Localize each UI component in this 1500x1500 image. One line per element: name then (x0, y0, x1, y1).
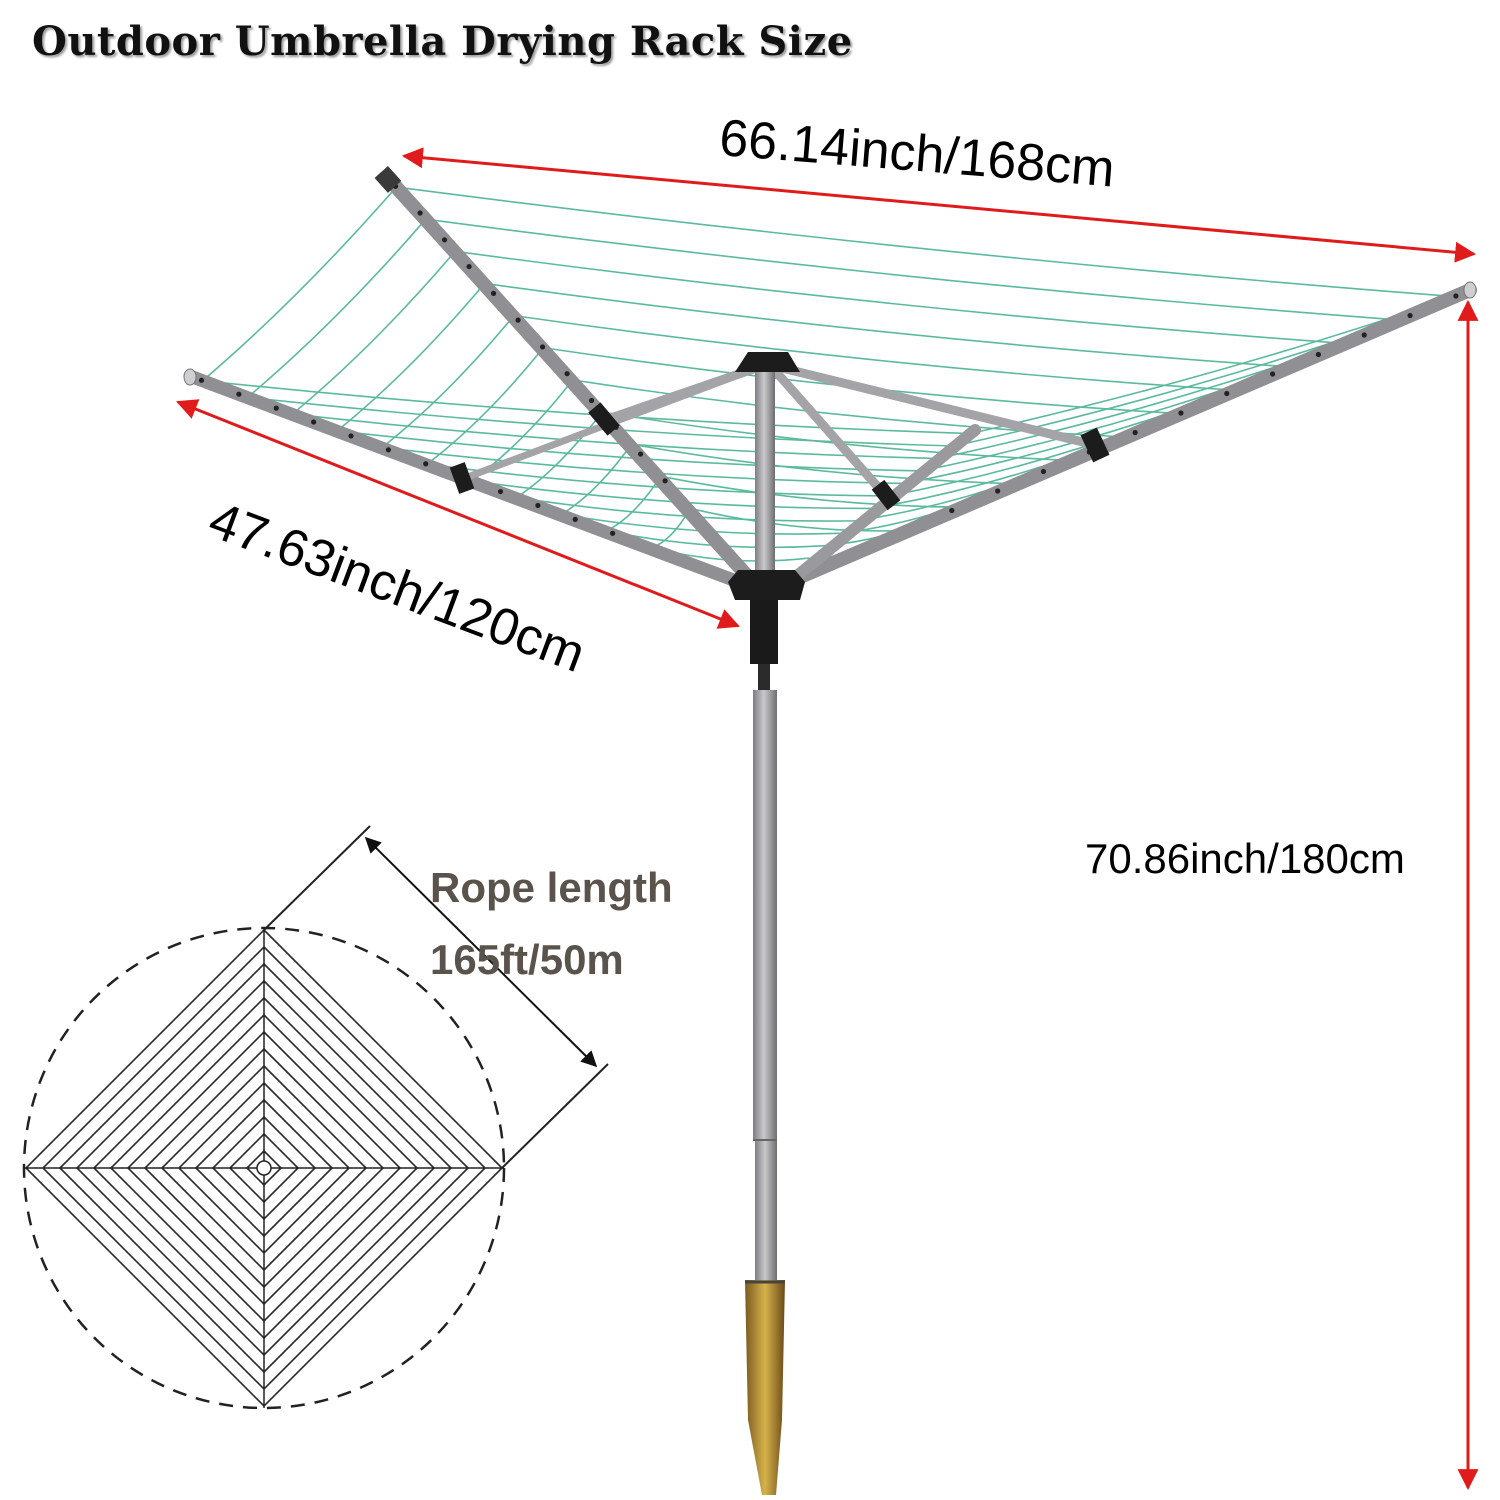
clothes-line (690, 507, 905, 532)
bracket-2 (449, 462, 475, 494)
strut-4 (766, 362, 889, 498)
arm-front (774, 424, 981, 596)
arm-hole (1178, 410, 1184, 416)
end-cap-right (1463, 281, 1477, 299)
page-title: Outdoor Umbrella Drying Rack Size (32, 18, 853, 65)
arm-hole (1407, 312, 1413, 319)
ext-line-right (501, 1063, 609, 1169)
bracket-1 (588, 402, 620, 436)
arm-hole (1453, 293, 1459, 299)
collar-tip (758, 664, 770, 690)
arm-hole (1040, 468, 1047, 475)
clothes-line (484, 282, 1290, 368)
clothes-line (631, 443, 1015, 485)
clothes-line (396, 186, 1455, 298)
clothes-line (513, 314, 1235, 391)
ground-spike (745, 1280, 785, 1495)
arm-hole (348, 433, 354, 439)
clothes-line (381, 446, 905, 485)
height-dimension-label: 70.86inch/180cm (1085, 835, 1405, 882)
rope-length-arrow (364, 836, 598, 1068)
arm-hole (198, 377, 205, 383)
lower-hub (728, 570, 805, 600)
depth-arrow (176, 399, 740, 629)
arm-hole (995, 488, 1001, 494)
arm-hole (572, 516, 578, 522)
arm-hole (662, 478, 668, 484)
arm-hole (236, 391, 242, 397)
arm-hole (637, 451, 644, 457)
clothes-line (337, 429, 922, 472)
clothes-line (336, 282, 486, 432)
arm-hole (273, 405, 279, 411)
arm-hole (1270, 371, 1276, 377)
arm-hole (1132, 429, 1138, 436)
diagram-center (256, 1160, 272, 1176)
clothes-line (454, 250, 1345, 345)
strut-3 (768, 360, 1097, 450)
arm-hole (1361, 332, 1367, 338)
arm-hole (539, 344, 546, 350)
arm-hole (610, 530, 616, 536)
clothes-line (202, 186, 397, 382)
arm-back-left (381, 171, 767, 597)
clothes-line (246, 218, 427, 399)
arm-hole (417, 210, 423, 216)
clothes-line (291, 250, 456, 415)
top-hub (735, 352, 800, 372)
arm-left (183, 369, 767, 597)
arm-hole (515, 317, 521, 323)
clothes-line (970, 295, 1455, 435)
end-cap-back-left (374, 165, 402, 193)
pole-upper (755, 372, 775, 600)
rack-frame (183, 165, 1477, 1495)
arm-holes (198, 183, 1459, 536)
arm-hole (441, 237, 448, 243)
arm-hole (949, 507, 955, 514)
width-arrow (401, 147, 1477, 263)
pole-lower (753, 690, 777, 1140)
arm-hole (535, 502, 541, 509)
arm-right (763, 283, 1477, 597)
clothes-line (561, 443, 633, 515)
lock-collar (750, 600, 778, 664)
ext-line-top (263, 825, 371, 931)
arm-hole (466, 263, 472, 270)
clothes-line (425, 218, 1400, 321)
arm-hole (385, 447, 391, 453)
arm-hole (1224, 390, 1230, 397)
arm-hole (497, 488, 504, 495)
bracket-3 (1080, 427, 1110, 463)
rope-length-value: 165ft/50m (430, 936, 624, 983)
end-cap-left (183, 368, 197, 386)
clothes-line (202, 379, 971, 435)
bracket-4 (871, 479, 901, 511)
arm-hole (490, 290, 497, 296)
pole-bottom (755, 1140, 777, 1280)
clothes-line (660, 475, 960, 508)
clothes-line (381, 315, 515, 449)
arm-hole (423, 461, 429, 467)
rope-diagram (22, 825, 609, 1410)
rope-length-title: Rope length (430, 864, 673, 911)
arm-hole (311, 419, 317, 425)
clothes-line (516, 411, 603, 499)
rope-length-label: Rope length 165ft/50m (430, 852, 673, 996)
arm-hole (1315, 351, 1322, 358)
arm-hole (588, 397, 595, 404)
arm-hole (564, 371, 570, 377)
